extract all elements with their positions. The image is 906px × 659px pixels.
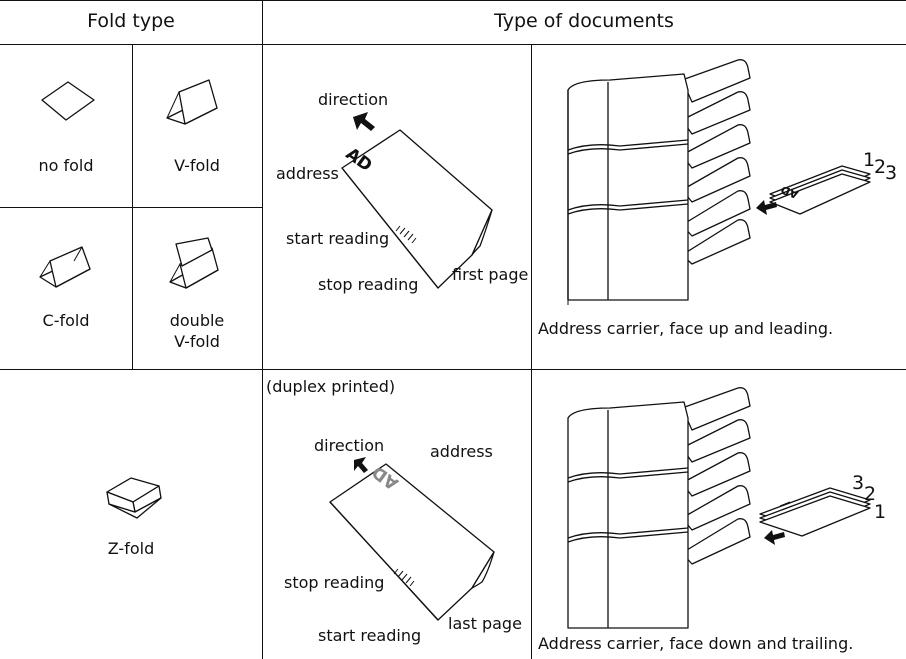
row1-label-direction: direction — [318, 90, 389, 109]
fold-column-divider — [262, 0, 263, 659]
row2-stack-number-3: 3 — [852, 472, 865, 494]
direction-arrow-icon — [353, 112, 375, 131]
fold-label-double-v-fold-line1: double — [169, 311, 225, 330]
row2-note: (duplex printed) — [266, 377, 396, 396]
row2-label-start-reading: start reading — [318, 626, 422, 645]
v-fold-icon — [166, 79, 218, 125]
document-stack-row2 — [759, 487, 871, 545]
row1-stack-number-2: 2 — [874, 156, 887, 178]
fold-label-v-fold: V-fold — [174, 156, 220, 175]
header-fold-type: Fold type — [87, 10, 175, 32]
row2-stack-number-1: 1 — [874, 501, 887, 523]
documents-column-divider — [531, 45, 532, 659]
row-divider — [0, 369, 906, 370]
row2-label-stop-reading: stop reading — [284, 573, 385, 592]
row1-caption: Address carrier, face up and leading. — [538, 319, 834, 338]
row2-caption: Address carrier, face down and trailing. — [538, 634, 854, 653]
row1-label-start-reading: start reading — [286, 229, 390, 248]
fold-label-c-fold: C-fold — [42, 311, 90, 330]
fold-label-no-fold: no fold — [38, 156, 94, 175]
row2-stack-number-2: 2 — [864, 483, 877, 505]
feeder-trays-row2 — [681, 387, 751, 565]
feeder-machine-icon — [567, 387, 751, 629]
table-top-border — [0, 0, 906, 1]
row2-label-last-page: last page — [448, 614, 522, 633]
feeder-machine-icon — [567, 59, 751, 305]
document-stack-row1: AD — [756, 165, 871, 215]
row2-label-direction: direction — [314, 436, 385, 455]
text-lines-row1 — [395, 225, 417, 244]
c-fold-icon — [39, 246, 91, 288]
row1-label-address: address — [276, 164, 339, 183]
fold-label-z-fold: Z-fold — [107, 539, 155, 558]
header-type-of-documents: Type of documents — [494, 10, 674, 32]
svg-text:AD: AD — [779, 183, 800, 201]
document-row2 — [329, 457, 495, 621]
z-fold-icon — [106, 477, 162, 519]
row1-label-first-page: first page — [452, 265, 529, 284]
feed-arrow-icon — [764, 530, 785, 545]
feeder-trays-row1 — [681, 59, 751, 265]
direction-arrow-icon — [354, 457, 368, 473]
header-divider — [0, 44, 906, 45]
feed-arrow-icon — [756, 200, 777, 215]
row1-label-stop-reading: stop reading — [318, 275, 419, 294]
row2-label-address: address — [430, 442, 493, 461]
double-v-fold-icon — [169, 237, 219, 289]
document-row1 — [341, 112, 493, 289]
text-lines-row2 — [393, 568, 415, 587]
fold-label-double-v-fold-line2: V-fold — [174, 332, 220, 351]
fold-cell-divider-horizontal — [0, 207, 262, 208]
no-fold-icon — [41, 81, 95, 121]
row1-stack-number-3: 3 — [885, 162, 898, 184]
row1-stack-number-1: 1 — [863, 149, 876, 171]
